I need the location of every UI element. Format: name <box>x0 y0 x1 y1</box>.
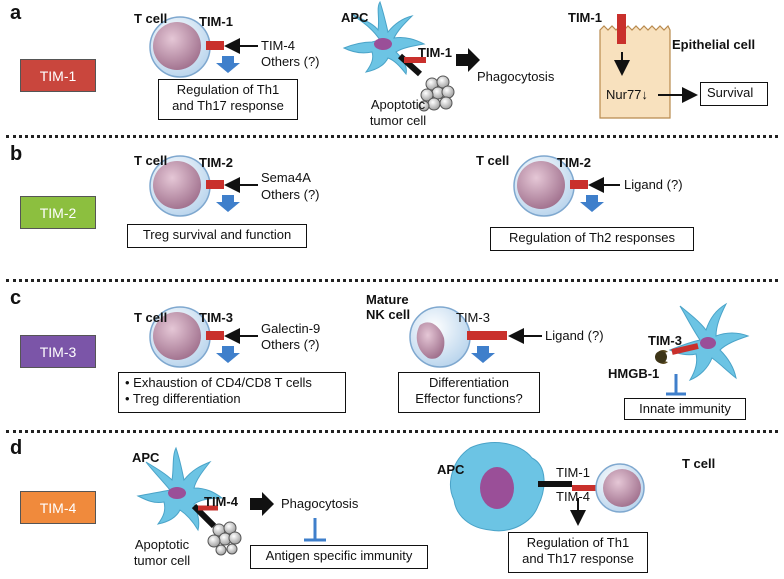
hmgb1-label: HMGB-1 <box>608 366 660 381</box>
d-apc2-label: APC <box>437 462 465 477</box>
b-left-outcome-box: Treg survival and function <box>127 224 307 248</box>
panel-letter-b: b <box>10 143 23 165</box>
tim2-label-box: TIM-2 <box>20 196 96 229</box>
c-left-ligand-1: Galectin-9 <box>261 321 321 336</box>
b-right-tcell-label: T cell <box>476 153 510 168</box>
a-blue-arrow <box>216 56 240 73</box>
a-outcome-line-1: Regulation of Th1 <box>176 82 280 97</box>
c-left-outcome-2: • Treg differentiation <box>125 391 241 406</box>
nk-receptor <box>467 331 507 340</box>
divider-bc <box>6 279 778 282</box>
a-ligand-1: TIM-4 <box>261 38 295 53</box>
d-apoptotic-1: Apoptotic <box>134 537 190 552</box>
b-left-receptor-label: TIM-2 <box>199 155 233 170</box>
a-apoptotic-2: tumor cell <box>369 113 427 128</box>
d-apc-stalk <box>191 503 217 529</box>
nk-cell <box>409 306 471 368</box>
b-right-receptor <box>570 180 588 189</box>
c-dendritic-cell <box>668 302 750 382</box>
d-large-apc <box>450 442 545 532</box>
d-tim1-label: TIM-1 <box>556 465 590 480</box>
nur77-label: Nur77↓ <box>606 87 648 102</box>
d-apc-label: APC <box>132 450 160 465</box>
c-left-receptor-label: TIM-3 <box>199 310 233 325</box>
d-outcome-1: Regulation of Th1 <box>526 535 630 550</box>
tim4-label-box: TIM-4 <box>20 491 96 524</box>
hmgb1-shape <box>655 351 667 363</box>
b-right-receptor-label: TIM-2 <box>557 155 591 170</box>
epi-receptor-label: TIM-1 <box>568 10 602 25</box>
d-outcome-box: Regulation of Th1 and Th17 response <box>508 532 648 573</box>
d-phagocytosis: Phagocytosis <box>281 496 359 511</box>
nk-receptor-label: TIM-3 <box>456 310 490 325</box>
c-dc-receptor <box>671 343 699 355</box>
c-left-ligand-2: Others (?) <box>261 337 320 352</box>
a-tim1-receptor <box>206 41 224 50</box>
d-tim4-label: TIM-4 <box>556 489 590 504</box>
a-tcell-label: T cell <box>134 11 168 26</box>
d-tcell-label: T cell <box>682 456 716 471</box>
c-left-outcome-box: • Exhaustion of CD4/CD8 T cells • Treg d… <box>118 372 346 413</box>
epi-cell-label: Epithelial cell <box>672 37 756 52</box>
epithelial-cell <box>599 24 671 119</box>
nk-ligand: Ligand (?) <box>545 328 604 343</box>
b-left-ligand-1: Sema4A <box>261 170 311 185</box>
d-apoptotic-cell <box>207 521 242 556</box>
b-right-outcome-box: Regulation of Th2 responses <box>490 227 694 251</box>
d-apoptotic-2: tumor cell <box>133 553 191 568</box>
b-left-receptor <box>206 180 224 189</box>
panel-letter-a: a <box>10 2 22 24</box>
epi-tim1-receptor <box>617 14 626 44</box>
b-left-tcell <box>149 155 211 217</box>
a-tcell <box>149 16 211 78</box>
innate-immunity-box: Innate immunity <box>624 398 746 420</box>
c-left-blue-arrow <box>216 346 240 363</box>
a-apc-stalk <box>397 53 423 77</box>
b-left-tcell-label: T cell <box>134 153 168 168</box>
c-left-tcell <box>149 306 211 368</box>
d-apc-receptor-label: TIM-4 <box>204 494 238 509</box>
nk-label-1: Mature <box>366 292 409 307</box>
c-left-tcell-label: T cell <box>134 310 168 325</box>
a-apoptotic-cell <box>418 75 455 112</box>
a-ligand-2: Others (?) <box>261 54 320 69</box>
b-right-tcell <box>513 155 575 217</box>
b-left-ligand-2: Others (?) <box>261 187 320 202</box>
survival-box: Survival <box>700 82 768 106</box>
a-apoptotic-1: Apoptotic <box>370 97 426 112</box>
a-apc-cell <box>342 0 426 76</box>
antigen-box: Antigen specific immunity <box>250 545 428 569</box>
divider-ab <box>6 135 778 138</box>
c-left-receptor <box>206 331 224 340</box>
a-outcome-line-2: and Th17 response <box>172 98 284 113</box>
b-right-blue-arrow <box>580 195 604 212</box>
nk-outcome-2: Effector functions? <box>415 391 523 406</box>
a-phago-arrow <box>456 48 480 72</box>
a-phagocytosis: Phagocytosis <box>477 69 555 84</box>
panel-letter-c: c <box>10 287 22 309</box>
d-apc-cell <box>136 446 224 532</box>
a-outcome-box: Regulation of Th1 and Th17 response <box>158 79 298 120</box>
divider-cd <box>6 430 778 433</box>
a-apc-label: APC <box>341 10 369 25</box>
tim1-label-box: TIM-1 <box>20 59 96 92</box>
d-phago-arrow <box>250 492 274 516</box>
a-apc-receptor-label: TIM-1 <box>418 45 452 60</box>
nk-outcome-1: Differentiation <box>429 375 509 390</box>
nk-label-2: NK cell <box>366 307 411 322</box>
a-receptor-label: TIM-1 <box>199 14 233 29</box>
d-outcome-2: and Th17 response <box>522 551 634 566</box>
nk-blue-arrow <box>471 346 495 363</box>
d-tcell <box>595 463 645 513</box>
nk-outcome-box: Differentiation Effector functions? <box>398 372 540 413</box>
b-left-blue-arrow <box>216 195 240 212</box>
panel-letter-d: d <box>10 437 23 459</box>
c-dc-receptor-label: TIM-3 <box>648 333 682 348</box>
c-left-outcome-1: • Exhaustion of CD4/CD8 T cells <box>125 375 312 390</box>
tim3-label-box: TIM-3 <box>20 335 96 368</box>
b-right-ligand: Ligand (?) <box>624 177 683 192</box>
